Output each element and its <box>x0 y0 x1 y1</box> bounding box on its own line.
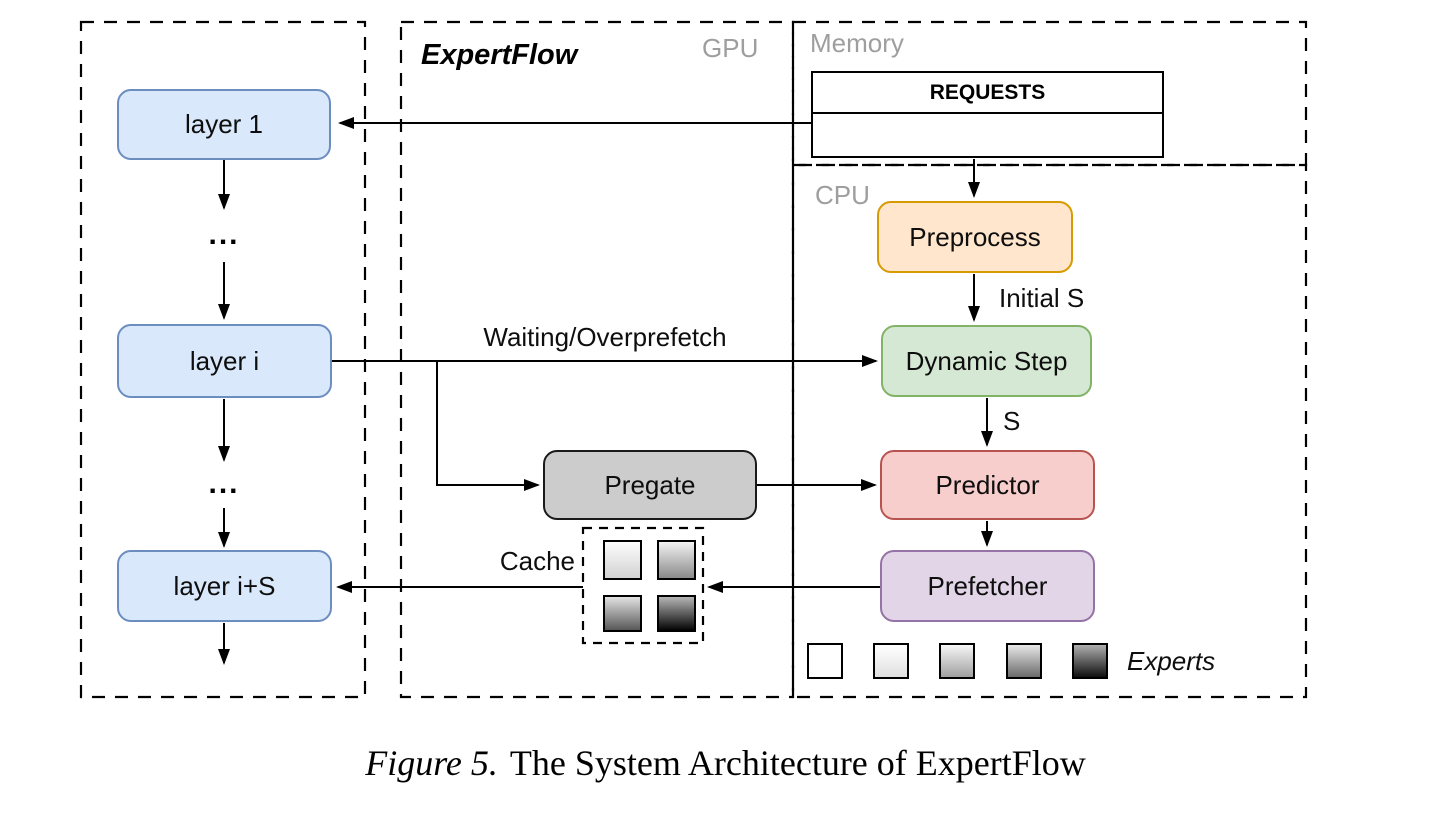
cache-block-4 <box>657 595 696 632</box>
prefetcher-node: Prefetcher <box>880 550 1095 622</box>
dynamic-step-node: Dynamic Step <box>881 325 1092 397</box>
gpu-region-label: GPU <box>702 33 759 63</box>
layer-1-node: layer 1 <box>117 89 331 160</box>
memory-region-label: Memory <box>810 28 904 58</box>
edge-label-s: S <box>1003 406 1021 436</box>
pregate-node: Pregate <box>543 450 757 520</box>
expert-block-4 <box>1006 643 1042 679</box>
edge-label-waiting-overprefetch: Waiting/Overprefetch <box>483 322 727 352</box>
experts-label: Experts <box>1127 646 1216 676</box>
cache-block-3 <box>603 595 642 632</box>
cache-block-2 <box>657 540 696 580</box>
figure-caption-text: The System Architecture of ExpertFlow <box>509 743 1086 783</box>
cache-label: Cache <box>499 546 575 576</box>
figure-caption-number: Figure 5. <box>365 743 498 783</box>
expert-block-1 <box>807 643 843 679</box>
cpu-region-box <box>791 163 1308 699</box>
requests-empty-row <box>813 114 1162 156</box>
predictor-node: Predictor <box>880 450 1095 520</box>
ellipsis-2: ... <box>208 467 240 500</box>
arrow-layeri-to-pregate <box>436 361 540 491</box>
edge-label-initial-s: Initial S <box>999 283 1085 313</box>
requests-header: REQUESTS <box>813 73 1162 114</box>
cache-block-1 <box>603 540 642 580</box>
gpu-region-box <box>399 20 795 699</box>
layer-i-node: layer i <box>117 324 332 398</box>
cache-dashed-box <box>581 526 705 645</box>
memory-region-box <box>791 20 1308 167</box>
cpu-region-label: CPU <box>815 180 870 210</box>
figure-caption: Figure 5. The System Architecture of Expe… <box>0 742 1451 784</box>
ellipsis-1: ... <box>208 218 240 251</box>
requests-table: REQUESTS <box>811 71 1164 158</box>
expert-block-5 <box>1072 643 1108 679</box>
decoder-region-box <box>79 20 367 699</box>
preprocess-node: Preprocess <box>877 201 1073 273</box>
layer-i-plus-s-node: layer i+S <box>117 550 332 622</box>
expert-block-3 <box>939 643 975 679</box>
expert-block-2 <box>873 643 909 679</box>
expertflow-title: ExpertFlow <box>421 39 578 71</box>
